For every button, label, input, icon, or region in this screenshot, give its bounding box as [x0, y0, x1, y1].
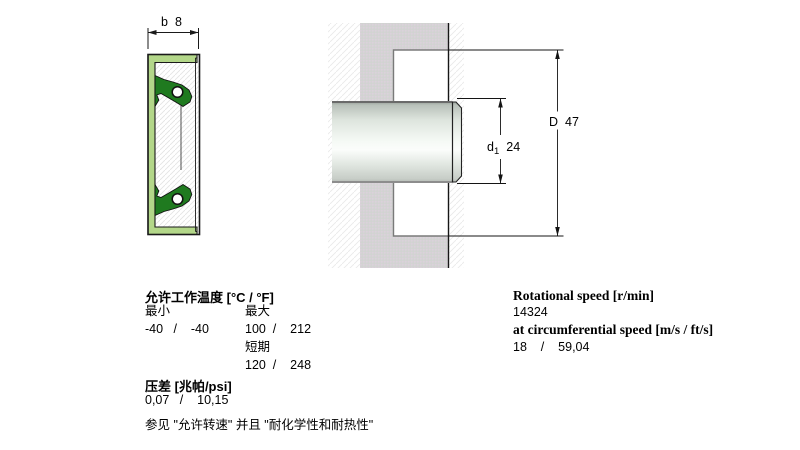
rotational-speed-heading: Rotational speed [r/min] [513, 288, 654, 303]
garter-spring-top [171, 85, 184, 99]
circumferential-speed-heading: at circumferential speed [m/s / ft/s] [513, 322, 714, 337]
pressure-heading: 压差 [兆帕/psi] [145, 379, 232, 394]
temperature-min-value: -40 / -40 [145, 322, 209, 336]
seal-seat-bottom-edge [392, 183, 449, 237]
temperature-heading: 允许工作温度 [°C / °F] [145, 290, 274, 305]
D-dimension [448, 49, 564, 237]
temperature-max-value: 100 / 212 [245, 322, 312, 336]
temperature-min-label: 最小 [145, 304, 171, 318]
D-arrow-top [555, 50, 560, 59]
pressure-value: 0,07 / 10,15 [145, 393, 229, 407]
seal-seat-bottom [393, 183, 449, 236]
shaft-body [332, 102, 453, 182]
b-arrow-right [190, 30, 199, 35]
d1-arrow-top [498, 98, 503, 108]
temperature-max-label: 最大 [245, 304, 271, 318]
b-arrow-left [148, 30, 157, 35]
garter-spring-bottom [171, 192, 184, 206]
seal-outline [147, 53, 201, 236]
d1-dimension [457, 98, 506, 184]
seal-inner-edge-line [195, 57, 198, 232]
D-arrow-bottom [555, 227, 560, 236]
shaft-end-cap [451, 101, 463, 183]
reference-note: 参见 "允许转速" 并且 "耐化学性和耐热性" [145, 418, 374, 432]
temperature-short-term-label: 短期 [245, 340, 271, 354]
rotational-speed-value: 14324 [513, 305, 548, 319]
circumferential-speed-value: 18 / 59,04 [513, 340, 590, 354]
seal-seat-top-edge [392, 49, 449, 103]
d1-arrow-bottom [498, 174, 503, 184]
seal-seat-top [393, 50, 449, 103]
temperature-short-term-value: 120 / 248 [245, 358, 312, 372]
